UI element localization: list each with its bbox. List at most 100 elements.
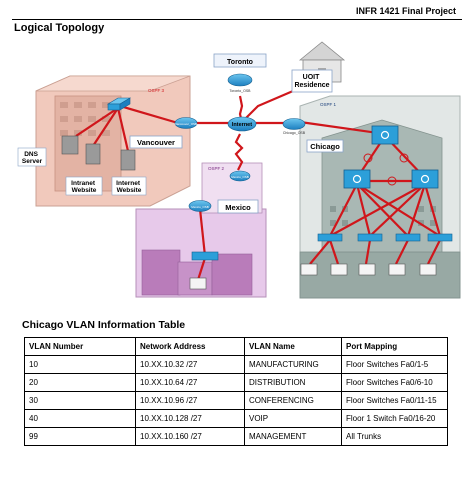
document-title: INFR 1421 Final Project <box>355 6 456 16</box>
link-d2-sw3 <box>406 183 427 237</box>
pc-icon <box>388 263 406 276</box>
pc-icon <box>358 263 376 276</box>
table-row: 10 10.XX.10.32 /27 MANUFACTURING Floor S… <box>24 355 448 374</box>
chicago-dist-switch-1-icon <box>343 169 371 189</box>
mexico-edge-router-icon <box>229 170 251 182</box>
port-mapping-cell: All Trunks <box>341 427 448 446</box>
network-address-cell: 10.XX.10.64 /27 <box>135 373 245 392</box>
table-row: 30 10.XX.10.96 /27 CONFERENCING Floor Sw… <box>24 391 448 410</box>
link-van-dns <box>75 107 119 137</box>
trunk-marker-icon <box>399 153 409 163</box>
vancouver-devices: Vancouver_OSB Vancouver DNS Server Intra… <box>17 97 198 196</box>
link-sw4-pc5 <box>427 239 441 265</box>
table-row: 20 10.XX.10.64 /27 DISTRIBUTION Floor Sw… <box>24 373 448 392</box>
pc-icon <box>189 277 207 290</box>
trunk-marker-icon <box>387 176 397 186</box>
vlan-number-cell: 30 <box>24 391 136 410</box>
trunk-marker-icon <box>363 153 373 163</box>
chicago-edge-router-icon <box>282 118 306 130</box>
uoit-label-line2: Residence <box>294 82 329 89</box>
internet-label: Internet <box>232 122 252 128</box>
header-network-address: Network Address <box>135 337 245 356</box>
link-van-intranet <box>92 107 119 147</box>
vlan-table-title: Chicago VLAN Information Table <box>22 319 186 331</box>
link-mexico-switch-pc <box>196 257 207 281</box>
link-sw2-pc3 <box>364 239 372 265</box>
port-mapping-cell: Floor Switches Fa0/6-10 <box>341 373 448 392</box>
link-van-switch-router <box>119 104 179 125</box>
mexico-devices: Mexico_OSB Mexico_OSB Mexico <box>188 170 259 290</box>
intranet-label-line2: Website <box>72 187 97 194</box>
link-sw3-pc4 <box>395 239 409 265</box>
network-address-cell: 10.XX.10.160 /27 <box>135 427 245 446</box>
header-vlan-number: VLAN Number <box>24 337 136 356</box>
internet-site-label: Internet Website <box>116 180 142 194</box>
link-sw1-pc2 <box>328 239 340 265</box>
logical-topology-diagram: OSPF 3 OSPF 1 OSPF 2 <box>17 41 461 299</box>
toronto-router-name: Toronto_OSB <box>229 89 251 93</box>
floor-switch-2-icon <box>357 233 383 242</box>
port-mapping-cell: Floor Switches Fa0/1-5 <box>341 355 448 374</box>
chicago-core-switch-icon <box>371 125 399 145</box>
vlan-number-cell: 20 <box>24 373 136 392</box>
vancouver-zone: OSPF 3 <box>35 75 191 207</box>
port-mapping-cell: Floor Switches Fa0/11-15 <box>341 391 448 410</box>
internet-site-label-line2: Website <box>117 187 142 194</box>
mexico-label: Mexico <box>225 203 251 212</box>
chicago-devices: Chicago_OSB Chicago <box>282 118 453 276</box>
link-sw1-pc1 <box>309 239 331 265</box>
pc-icon <box>300 263 318 276</box>
intranet-label-line1: Intranet <box>71 180 96 187</box>
chicago-label: Chicago <box>310 142 340 151</box>
mexico-edge-router-name: Mexico_OSB <box>231 175 249 179</box>
vancouver-label: Vancouver <box>137 138 175 147</box>
intranet-server-icon <box>85 143 101 165</box>
internet-router-icon <box>227 116 257 132</box>
link-d2-sw2 <box>369 183 426 237</box>
vlan-name-cell: CONFERENCING <box>244 391 342 410</box>
dns-label-line1: DNS <box>24 151 38 158</box>
table-row: 40 10.XX.10.128 /27 VOIP Floor 1 Switch … <box>24 409 448 428</box>
vlan-number-cell: 10 <box>24 355 136 374</box>
table-row: 99 10.XX.10.160 /27 MANAGEMENT All Trunk… <box>24 427 448 446</box>
pc-icon <box>330 263 348 276</box>
ospf2-label: OSPF 2 <box>208 166 225 171</box>
internet-server-icon <box>120 149 136 171</box>
link-van-internet-site <box>116 107 130 152</box>
link-d2-sw1 <box>329 183 426 237</box>
toronto-site: Toronto Toronto_OSB <box>213 53 267 93</box>
house-roof-icon <box>298 41 346 61</box>
network-links <box>75 86 442 281</box>
toronto-router-icon <box>227 73 253 87</box>
chicago-dist-switch-2-icon <box>411 169 439 189</box>
section-title-logical-topology: Logical Topology <box>14 22 105 34</box>
uoit-label: UOIT Residence <box>294 74 329 89</box>
vlan-name-cell: VOIP <box>244 409 342 428</box>
floor-switch-1-icon <box>317 233 343 242</box>
network-address-cell: 10.XX.10.32 /27 <box>135 355 245 374</box>
internet-site-label-line1: Internet <box>116 180 141 187</box>
mexico-router-name: Mexico_OSB <box>191 205 209 209</box>
link-chicago-edge-core <box>299 120 386 136</box>
dns-label-line2: Server <box>22 158 43 165</box>
internet-cloud: Internet <box>227 116 257 132</box>
link-d1-sw2 <box>355 183 372 237</box>
intranet-label: Intranet Website <box>71 180 97 194</box>
chicago-router-name: Chicago_OSB <box>283 131 306 135</box>
network-address-cell: 10.XX.10.96 /27 <box>135 391 245 410</box>
ospf1-label: OSPF 1 <box>320 102 337 107</box>
header-rule <box>12 19 462 20</box>
table-header-row: VLAN Number Network Address VLAN Name Po… <box>24 337 448 356</box>
link-mexico-router-switch <box>198 208 207 257</box>
vancouver-router-name: Vancouver_OSB <box>175 122 197 126</box>
vlan-table: VLAN Number Network Address VLAN Name Po… <box>24 337 448 446</box>
link-d1-sw1 <box>329 183 358 237</box>
link-d1-sw3 <box>356 183 409 237</box>
uoit-residence: UOIT Residence <box>291 41 346 93</box>
header-port-mapping: Port Mapping <box>341 337 448 356</box>
toronto-label: Toronto <box>227 59 253 66</box>
vlan-name-cell: DISTRIBUTION <box>244 373 342 392</box>
pc-icon <box>419 263 437 276</box>
vancouver-router-icon <box>174 117 198 129</box>
port-mapping-cell: Floor 1 Switch Fa0/16-20 <box>341 409 448 428</box>
